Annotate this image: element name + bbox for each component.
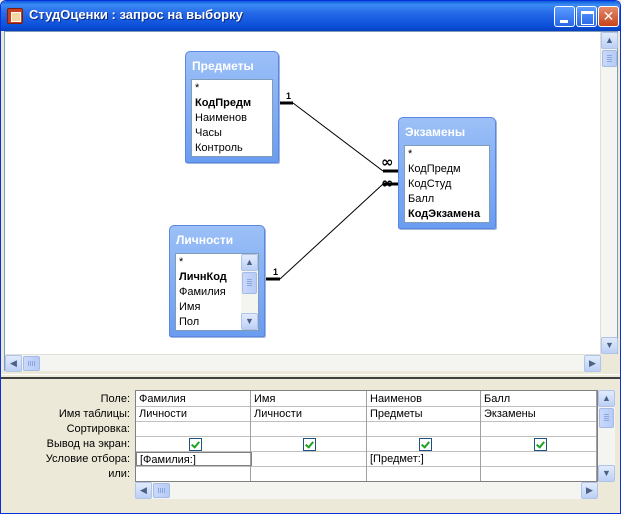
field-item-primary-key[interactable]: КодЭкзамена <box>408 208 481 220</box>
query-design-grid[interactable]: Фамилия Личности [Фамилия:] Имя Личности… <box>135 390 598 482</box>
scroll-left-button[interactable]: ◀ <box>5 355 22 372</box>
grid-column[interactable] <box>367 391 481 481</box>
diagram-vertical-scrollbar[interactable]: ▲ ▼ <box>600 32 618 354</box>
row-label-show: Вывод на экран: <box>46 438 130 450</box>
show-checkbox[interactable] <box>419 438 432 451</box>
grid-cell-field[interactable]: Фамилия <box>139 393 186 405</box>
grid-cell-field[interactable]: Балл <box>484 393 511 405</box>
relation-label-one: 1 <box>286 91 291 101</box>
grid-cell-criteria[interactable]: [Предмет:] <box>370 453 424 465</box>
grid-vertical-scrollbar[interactable]: ▲ ▼ <box>598 390 615 482</box>
scroll-up-button[interactable]: ▲ <box>601 32 618 49</box>
arrow-right-icon: ▶ <box>589 358 596 368</box>
field-item[interactable]: Фамилия <box>179 286 226 298</box>
show-checkbox[interactable] <box>303 438 316 451</box>
field-list[interactable]: * ЛичнКод Фамилия Имя Пол ▲ ▼ <box>175 253 259 331</box>
relation-label-many: ∞ <box>381 174 394 192</box>
show-checkbox[interactable] <box>189 438 202 451</box>
scrollbar-corner <box>601 354 618 371</box>
field-list[interactable]: * КодПредм Наименов Часы Контроль <box>191 79 273 157</box>
scroll-thumb[interactable] <box>23 356 40 371</box>
row-label-or: или: <box>108 468 130 480</box>
table-window-predmety[interactable]: Предметы * КодПредм Наименов Часы Контро… <box>185 51 279 163</box>
title-bar[interactable]: СтудОценки : запрос на выборку ✕ <box>1 1 620 31</box>
field-item[interactable]: Часы <box>195 127 222 139</box>
scroll-up-button[interactable]: ▲ <box>598 390 615 407</box>
arrow-down-icon: ▼ <box>605 340 614 350</box>
field-item[interactable]: Имя <box>179 301 201 313</box>
table-title: Предметы <box>192 59 254 73</box>
field-item[interactable]: КодПредм <box>408 163 461 175</box>
scroll-thumb[interactable] <box>242 272 257 294</box>
minimize-button[interactable] <box>554 6 575 27</box>
arrow-left-icon: ◀ <box>10 358 17 368</box>
arrow-up-icon: ▲ <box>605 35 614 45</box>
table-title: Личности <box>176 233 234 247</box>
relationship-lines: 1 ∞ 1 ∞ <box>265 91 398 281</box>
close-icon: ✕ <box>602 8 615 24</box>
arrow-left-icon: ◀ <box>140 485 147 495</box>
grid-cell-field[interactable]: Наименов <box>370 393 422 405</box>
maximize-button[interactable] <box>576 6 597 27</box>
table-diagram-pane[interactable]: 1 ∞ 1 ∞ Предметы * КодПредм Наименов Час… <box>4 31 618 372</box>
scroll-left-button[interactable]: ◀ <box>135 482 152 499</box>
arrow-down-icon: ▼ <box>245 316 254 326</box>
close-button[interactable]: ✕ <box>598 6 619 27</box>
field-item[interactable]: КодСтуд <box>408 178 452 190</box>
field-item-primary-key[interactable]: ЛичнКод <box>179 271 227 283</box>
pane-splitter-line <box>1 377 620 379</box>
grid-cell-table[interactable]: Личности <box>139 408 187 420</box>
scroll-down-button[interactable]: ▼ <box>598 465 615 482</box>
field-item-primary-key[interactable]: КодПредм <box>195 97 252 109</box>
access-query-icon[interactable] <box>7 8 23 24</box>
scroll-right-button[interactable]: ▶ <box>584 355 601 372</box>
arrow-up-icon: ▲ <box>602 393 611 403</box>
relation-line <box>292 102 384 172</box>
relation-line <box>279 183 384 280</box>
field-item[interactable]: Контроль <box>195 142 243 154</box>
grid-cell-table[interactable]: Экзамены <box>484 408 536 420</box>
field-item[interactable]: Пол <box>179 316 200 328</box>
show-checkbox[interactable] <box>534 438 547 451</box>
row-label-field: Поле: <box>100 393 130 405</box>
field-item[interactable]: Наименов <box>195 112 247 124</box>
grid-cell-field[interactable]: Имя <box>254 393 276 405</box>
field-list-scrollbar[interactable]: ▲ ▼ <box>241 254 258 330</box>
field-item[interactable]: Балл <box>408 193 435 205</box>
grid-cell-table[interactable]: Личности <box>254 408 302 420</box>
diagram-horizontal-scrollbar[interactable]: ◀ ▶ <box>5 354 601 372</box>
grid-cell-criteria[interactable]: [Фамилия:] <box>136 452 252 466</box>
scroll-thumb[interactable] <box>153 483 170 498</box>
field-list[interactable]: * КодПредм КодСтуд Балл КодЭкзамена <box>404 145 490 223</box>
table-window-ekzameny[interactable]: Экзамены * КодПредм КодСтуд Балл КодЭкза… <box>398 117 496 229</box>
relation-label-many: ∞ <box>381 153 394 171</box>
scroll-thumb[interactable] <box>599 408 614 428</box>
design-grid-pane: Поле: Имя таблицы: Сортировка: Вывод на … <box>4 382 618 499</box>
scroll-up-button[interactable]: ▲ <box>241 254 258 271</box>
table-title: Экзамены <box>405 125 466 139</box>
grid-column[interactable] <box>136 391 251 481</box>
row-label-table: Имя таблицы: <box>58 408 130 420</box>
grid-column[interactable] <box>251 391 367 481</box>
grid-horizontal-scrollbar[interactable]: ◀ ▶ <box>135 482 598 499</box>
window-title: СтудОценки : запрос на выборку <box>29 7 243 22</box>
field-item[interactable]: * <box>179 256 184 268</box>
scroll-down-button[interactable]: ▼ <box>601 337 618 354</box>
grid-column[interactable] <box>481 391 597 481</box>
grid-cell-table[interactable]: Предметы <box>370 408 423 420</box>
row-label-criteria: Условие отбора: <box>45 453 130 465</box>
scroll-thumb[interactable] <box>602 50 617 67</box>
scroll-down-button[interactable]: ▼ <box>241 313 258 330</box>
arrow-up-icon: ▲ <box>245 257 254 267</box>
relation-label-one: 1 <box>273 267 278 277</box>
arrow-down-icon: ▼ <box>602 468 611 478</box>
row-label-sort: Сортировка: <box>66 423 130 435</box>
field-item[interactable]: * <box>408 148 413 160</box>
scroll-right-button[interactable]: ▶ <box>581 482 598 499</box>
arrow-right-icon: ▶ <box>586 485 593 495</box>
field-item[interactable]: * <box>195 82 200 94</box>
table-window-lichnosti[interactable]: Личности * ЛичнКод Фамилия Имя Пол ▲ ▼ <box>169 225 265 337</box>
